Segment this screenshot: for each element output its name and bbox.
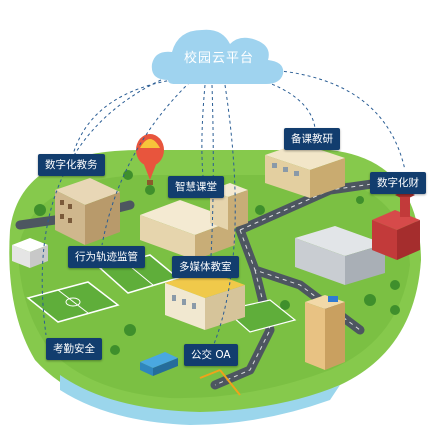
building-finance xyxy=(372,190,420,260)
node-lesson-prep[interactable]: 备课教研 xyxy=(284,128,340,150)
cloud-platform-title: 校园云平台 xyxy=(183,51,254,66)
building-tower xyxy=(305,295,345,370)
waterfront xyxy=(60,375,340,425)
hot-air-balloon-illustration xyxy=(136,134,164,185)
node-multimedia-classroom[interactable]: 多媒体教室 xyxy=(172,256,239,278)
node-smart-classroom[interactable]: 智慧课堂 xyxy=(168,176,224,198)
node-attendance-safety[interactable]: 考勤安全 xyxy=(46,338,102,360)
building-library xyxy=(295,226,385,285)
node-digital-teaching[interactable]: 数字化教务 xyxy=(38,154,105,176)
building-smart-classroom xyxy=(140,183,248,260)
building-left-houses xyxy=(12,238,48,268)
node-behavior-monitor[interactable]: 行为轨迹监管 xyxy=(68,246,145,268)
sports-field-left xyxy=(26,281,120,323)
building-teaching-affairs xyxy=(55,178,120,245)
bus-illustration xyxy=(140,352,178,376)
node-digital-finance[interactable]: 数字化财 xyxy=(370,172,426,194)
cloud-icon xyxy=(151,29,284,84)
node-office-oa[interactable]: 公交 OA xyxy=(184,344,238,366)
crane-illustration xyxy=(199,369,241,396)
cloud-connectors xyxy=(41,69,406,345)
